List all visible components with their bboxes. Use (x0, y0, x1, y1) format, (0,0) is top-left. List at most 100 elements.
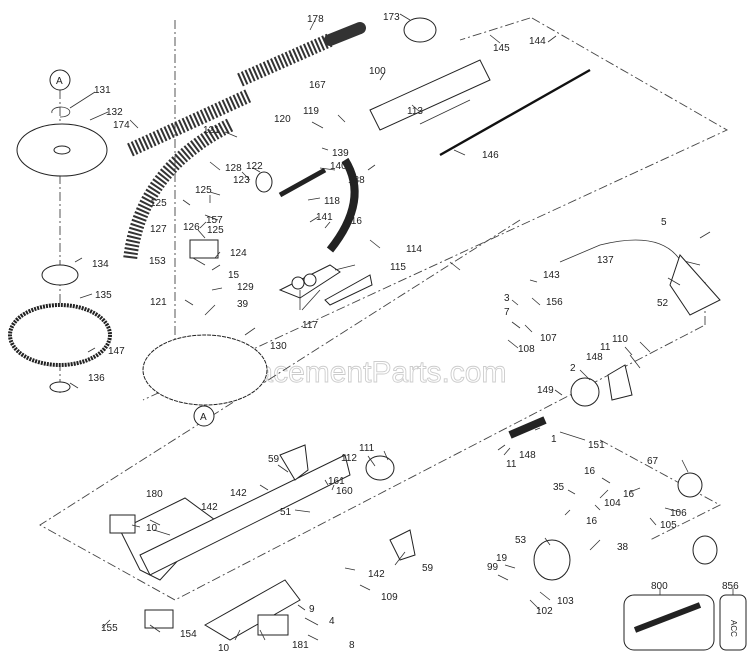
label-106: 106 (670, 508, 687, 519)
svg-text:A: A (200, 412, 207, 423)
label-7: 7 (504, 307, 510, 318)
nut-111 (365, 455, 395, 481)
label-155: 155 (101, 623, 118, 634)
washer (41, 264, 79, 286)
pulley (49, 381, 71, 393)
label-15: 15 (228, 270, 240, 281)
label-131: 131 (94, 85, 111, 96)
label-142c: 142 (368, 569, 385, 580)
label-108: 108 (518, 344, 535, 355)
leader-lines (69, 13, 734, 641)
label-154: 154 (180, 629, 197, 640)
label-107: 107 (540, 333, 557, 344)
upper-group-outline (142, 17, 728, 401)
sanding-head-130 (142, 334, 268, 406)
lever-115 (324, 274, 373, 306)
label-103: 103 (557, 596, 574, 607)
label-115: 115 (390, 262, 406, 273)
drive-belt (8, 303, 112, 367)
label-160: 160 (336, 486, 353, 497)
label-161: 161 (328, 476, 345, 487)
shaft-118 (278, 167, 327, 198)
label-129: 129 (237, 282, 254, 293)
label-11b: 11 (506, 459, 517, 470)
label-16a: 16 (584, 466, 596, 477)
motor-housing-52 (669, 254, 721, 316)
label-125c: 125 (207, 225, 224, 236)
adapter-173 (403, 17, 437, 43)
gasket-106 (692, 535, 718, 565)
label-59a: 59 (268, 454, 280, 465)
label-126: 126 (183, 222, 200, 233)
label-181 (257, 614, 289, 636)
label-35: 35 (553, 482, 565, 493)
label-127: 127 (150, 224, 167, 235)
label-39: 39 (237, 299, 249, 310)
label-119: 119 (303, 106, 319, 117)
hose-174 (127, 88, 253, 157)
label-174: 174 (113, 120, 130, 131)
tube-100 (369, 59, 491, 131)
label-109: 109 (381, 592, 398, 603)
label-138: 138 (348, 175, 365, 186)
label-134: 134 (92, 259, 109, 270)
label-145: 145 (493, 43, 510, 54)
label-135: 135 (95, 290, 112, 301)
label-122: 122 (246, 161, 263, 172)
label-118: 118 (324, 196, 340, 207)
label-144: 144 (529, 36, 546, 47)
label-11a: 11 (600, 342, 611, 353)
label-3: 3 (504, 293, 510, 304)
handle-cap-59a (279, 444, 309, 481)
label-100: 100 (369, 66, 386, 77)
drive-cable-146 (439, 68, 591, 157)
label-9: 9 (309, 604, 315, 615)
label-148a: 148 (586, 352, 603, 363)
kit-800-tool (633, 602, 702, 633)
label-4: 4 (329, 616, 335, 627)
label-148b: 148 (519, 450, 536, 461)
callout-a-bottom: A (193, 405, 215, 427)
label-128: 128 (225, 163, 242, 174)
tube-114 (326, 157, 359, 253)
label-157: 157 (206, 215, 223, 226)
label-116: 116 (346, 216, 362, 227)
label-1: 1 (551, 434, 557, 445)
bracket-127 (189, 239, 219, 259)
label-800: 800 (651, 581, 668, 592)
label-130: 130 (270, 341, 287, 352)
label-151: 151 (588, 440, 605, 451)
hose-cuff-178 (324, 22, 366, 46)
label-10b: 10 (218, 643, 230, 654)
gear-group-outline (599, 439, 721, 541)
group-boundaries (39, 17, 728, 601)
label-137: 137 (597, 255, 614, 266)
callout-a-top: A (49, 69, 71, 91)
label-121b: 121 (150, 297, 167, 308)
label-121a: 121 (203, 125, 220, 136)
label-117: 117 (302, 320, 318, 331)
label-141: 141 (316, 212, 333, 223)
label-113: 113 (407, 106, 423, 117)
label-173: 173 (383, 12, 400, 23)
label-99: 99 (487, 562, 499, 573)
label-5: 5 (661, 217, 667, 228)
label-51: 51 (280, 507, 292, 518)
label-156: 156 (546, 297, 563, 308)
label-153: 153 (149, 256, 166, 267)
gear-case-67 (677, 472, 703, 498)
label-140: 140 (330, 161, 347, 172)
part-labels: 178 173 144 145 100 167 131 132 174 121 … (88, 12, 739, 654)
baffle-149 (570, 377, 600, 407)
label-136: 136 (88, 373, 105, 384)
label-180: 180 (146, 489, 163, 500)
switch-154 (144, 609, 174, 629)
kit-800-box (623, 594, 715, 651)
label-181: 181 (292, 640, 309, 651)
label-132: 132 (106, 107, 123, 118)
svg-text:A: A (56, 76, 63, 87)
handle-cap-59b (389, 529, 416, 561)
label-102: 102 (536, 606, 553, 617)
label-110: 110 (612, 334, 628, 345)
